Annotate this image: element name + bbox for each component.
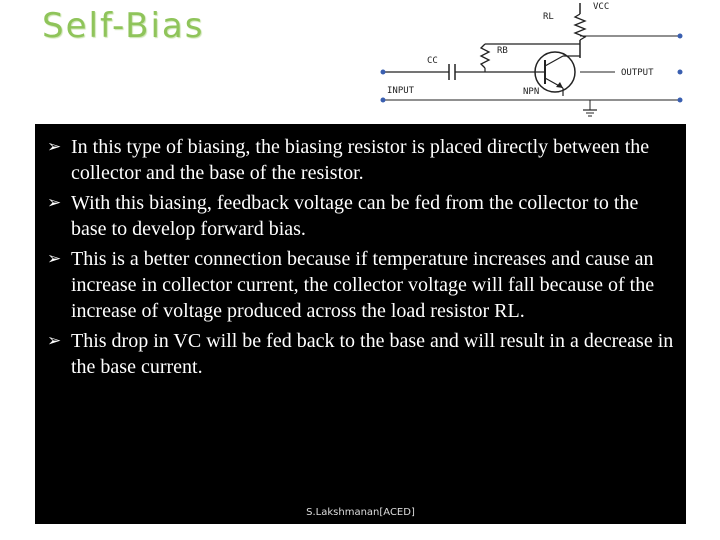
- arrow-bullet-icon: ➢: [47, 193, 62, 213]
- npn-transistor: [534, 51, 576, 93]
- slide-title: Self-Bias: [42, 6, 205, 46]
- rb-resistor: [479, 43, 491, 69]
- arrow-bullet-icon: ➢: [47, 249, 62, 269]
- input-terminal-bottom: [380, 97, 386, 103]
- input-label: INPUT: [387, 86, 415, 96]
- bottom-right-terminal: [677, 97, 683, 103]
- bullet-list: ➢ In this type of biasing, the biasing r…: [47, 134, 675, 384]
- bullet-text: In this type of biasing, the biasing res…: [71, 136, 650, 184]
- output-label: OUTPUT: [621, 68, 654, 78]
- npn-label: NPN: [523, 87, 539, 97]
- bullet-text: This is a better connection because if t…: [71, 248, 655, 322]
- cc-label: CC: [427, 56, 438, 66]
- arrow-bullet-icon: ➢: [47, 331, 62, 351]
- bullet-item: ➢ In this type of biasing, the biasing r…: [47, 134, 675, 186]
- output-terminal: [677, 69, 683, 75]
- top-right-terminal: [677, 33, 683, 39]
- bullet-text: With this biasing, feedback voltage can …: [71, 192, 639, 240]
- bullet-text: This drop in VC will be fed back to the …: [71, 330, 674, 378]
- rb-label: RB: [497, 46, 508, 56]
- bullet-item: ➢ With this biasing, feedback voltage ca…: [47, 190, 675, 242]
- self-bias-circuit-diagram: VCC RL RB CC OUTPUT NPN INPUT: [380, 2, 683, 117]
- bullet-item: ➢ This drop in VC will be fed back to th…: [47, 328, 675, 380]
- rl-label: RL: [543, 12, 554, 22]
- content-panel: ➢ In this type of biasing, the biasing r…: [35, 124, 686, 524]
- footer-author: S.Lakshmanan[ACED]: [306, 507, 415, 518]
- input-terminal-top: [380, 69, 386, 75]
- bullet-item: ➢ This is a better connection because if…: [47, 246, 675, 324]
- vcc-label: VCC: [593, 2, 609, 12]
- arrow-bullet-icon: ➢: [47, 137, 62, 157]
